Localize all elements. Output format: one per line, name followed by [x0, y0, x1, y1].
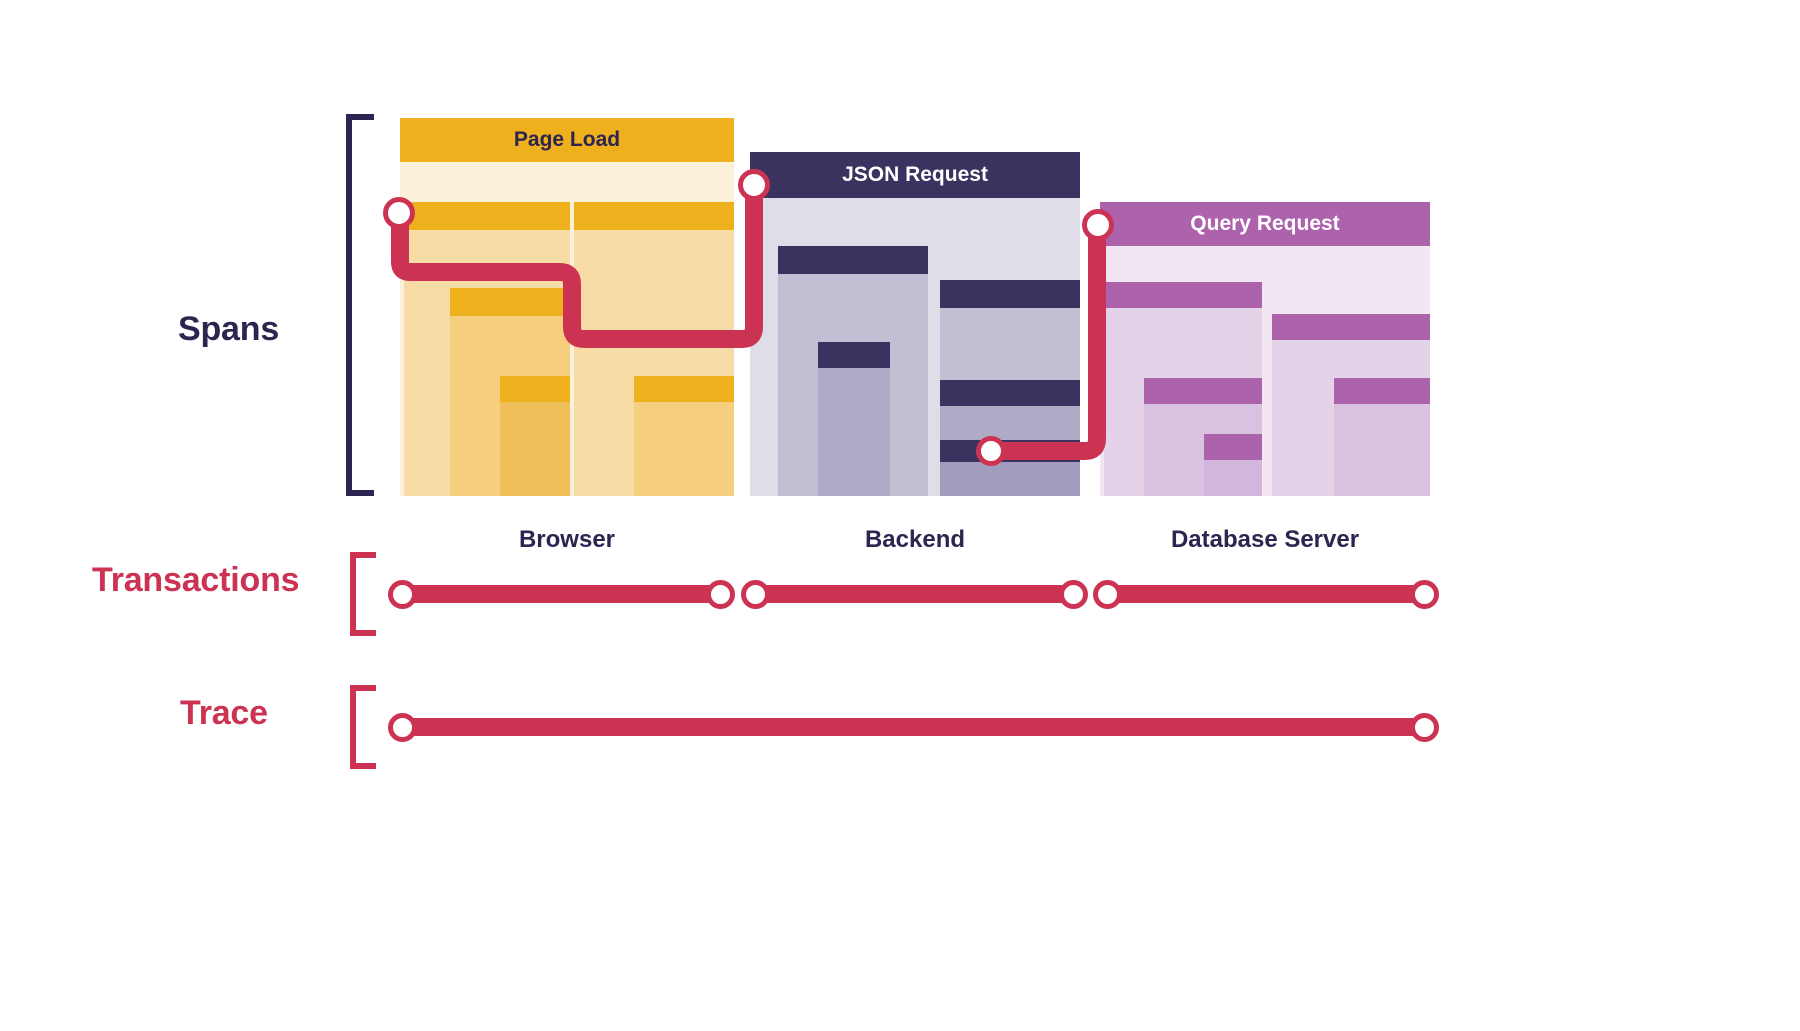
- transaction-dot-database-end: [1410, 580, 1439, 609]
- span-cap-database-1-1-1: [1204, 434, 1262, 460]
- transaction-bar-database: [1104, 585, 1428, 603]
- span-cap-database-1-1: [1144, 378, 1262, 404]
- transaction-dot-browser-end: [706, 580, 735, 609]
- service-card-browser: Page Load: [400, 118, 734, 496]
- span-browser-2-1: [634, 376, 734, 496]
- span-cap-browser-2-1: [634, 376, 734, 402]
- span-cap-backend-2-1-1: [940, 440, 1080, 462]
- connector-dot-database-start: [1082, 209, 1114, 241]
- service-header-label-browser: Page Load: [513, 128, 621, 151]
- span-browser-1-1-1: [500, 376, 570, 496]
- span-cap-database-2: [1272, 314, 1430, 340]
- span-database-1-1-1: [1204, 434, 1262, 496]
- connector-dot-backend-exit: [976, 436, 1006, 466]
- span-cap-backend-1: [778, 246, 928, 274]
- connector-dot-backend-start: [738, 169, 770, 201]
- service-header-label-backend: JSON Request: [842, 163, 988, 186]
- transaction-dot-browser-start: [388, 580, 417, 609]
- span-backend-2-1-1: [940, 440, 1080, 496]
- span-body-database-2-1: [1334, 404, 1430, 496]
- span-cap-database-2-1: [1334, 378, 1430, 404]
- spans-bracket: [346, 114, 374, 496]
- span-backend-1-1: [818, 342, 890, 496]
- transactions-bracket: [350, 552, 376, 636]
- service-header-browser: Page Load: [400, 118, 734, 162]
- span-body-backend-2-1-1: [940, 462, 1080, 496]
- service-caption-database: Database Server: [1170, 526, 1360, 553]
- row-label-trace: Trace: [180, 694, 268, 732]
- transaction-dot-database-start: [1093, 580, 1122, 609]
- trace-bracket: [350, 685, 376, 769]
- span-database-2-1: [1334, 378, 1430, 496]
- transaction-bar-browser: [399, 585, 724, 603]
- service-header-backend: JSON Request: [750, 152, 1080, 198]
- span-cap-backend-2: [940, 280, 1080, 308]
- span-cap-browser-1: [404, 202, 570, 230]
- span-cap-browser-1-1: [450, 288, 570, 316]
- row-label-spans: Spans: [178, 310, 280, 348]
- service-header-label-database: Query Request: [1190, 212, 1340, 235]
- span-cap-backend-2-1: [940, 380, 1080, 406]
- trace-dot-start: [388, 713, 417, 742]
- span-body-database-1-1-1: [1204, 460, 1262, 496]
- span-body-browser-1-1-1: [500, 402, 570, 496]
- connector-dot-browser-start: [383, 197, 415, 229]
- transaction-dot-backend-end: [1059, 580, 1088, 609]
- service-card-database: Query Request: [1100, 202, 1430, 496]
- span-body-browser-2-1: [634, 402, 734, 496]
- transaction-dot-backend-start: [741, 580, 770, 609]
- trace-dot-end: [1410, 713, 1439, 742]
- service-header-database: Query Request: [1100, 202, 1430, 246]
- span-cap-database-1: [1104, 282, 1262, 308]
- row-label-transactions: Transactions: [92, 561, 300, 599]
- span-cap-browser-2: [574, 202, 734, 230]
- service-card-backend: JSON Request: [750, 152, 1080, 496]
- span-cap-browser-1-1-1: [500, 376, 570, 402]
- trace-bar: [399, 718, 1428, 736]
- transaction-bar-backend: [752, 585, 1077, 603]
- service-caption-backend: Backend: [864, 526, 966, 553]
- service-caption-browser: Browser: [518, 526, 616, 553]
- span-body-backend-1-1: [818, 368, 890, 496]
- span-cap-backend-1-1: [818, 342, 890, 368]
